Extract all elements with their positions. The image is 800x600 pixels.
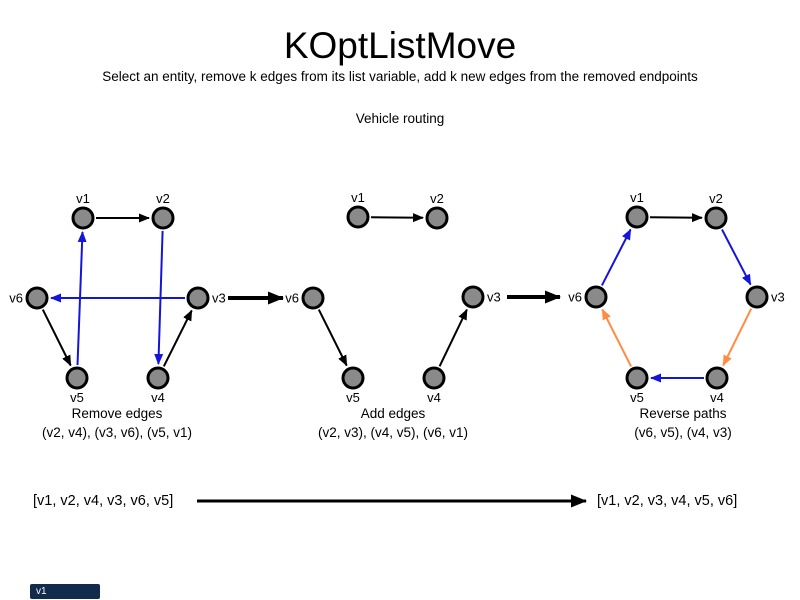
remove-edges-graph-node-v5: [65, 366, 89, 390]
reverse-paths-graph-caption: Reverse paths: [639, 406, 726, 421]
remove-edges-graph-node-v2: [151, 206, 175, 230]
page-title: KOptListMove: [283, 25, 517, 66]
section-label: Vehicle routing: [355, 111, 445, 126]
node-label-v3: v3: [212, 291, 226, 306]
add-edges-graph-node-v5: [341, 366, 365, 390]
node-label-v4: v4: [427, 390, 441, 405]
reverse-paths-graph-edge-list: (v6, v5), (v4, v3): [634, 425, 732, 440]
node-label-v6: v6: [568, 290, 582, 305]
node-label-v1: v1: [76, 191, 90, 206]
edge-v1-v2: [649, 213, 703, 223]
remove-edges-graph-node-v6: [25, 286, 49, 310]
reverse-paths-graph-node-v1: [625, 205, 649, 229]
edge-v4-v3: [438, 308, 468, 367]
status-tooltip: v1: [30, 584, 100, 599]
remove-edges-graph-node-v4: [146, 366, 170, 390]
edge-v5-v1: [76, 231, 87, 366]
reverse-paths-graph-node-v3: [745, 285, 769, 309]
edge-v3-v4: [722, 308, 753, 367]
node-label-v6: v6: [285, 291, 299, 306]
node-label-v3: v3: [487, 290, 501, 305]
node-label-v4: v4: [710, 390, 724, 405]
add-edges-graph-node-v6: [301, 286, 325, 310]
reverse-paths-graph-node-v2: [704, 206, 728, 230]
remove-edges-graph-caption: Remove edges: [72, 406, 163, 421]
reverse-paths-graph-node-v4: [705, 366, 729, 390]
remove-edges-graph-node-v3: [186, 286, 210, 310]
node-label-v2: v2: [430, 191, 444, 206]
edge-v6-v1: [601, 228, 632, 286]
reverse-paths-graph-node-v5: [625, 366, 649, 390]
node-label-v1: v1: [351, 190, 365, 205]
node-label-v2: v2: [156, 191, 170, 206]
node-label-v1: v1: [630, 190, 644, 205]
add-edges-graph-caption: Add edges: [361, 406, 426, 421]
list-after: [v1, v2, v3, v4, v5, v6]: [597, 493, 738, 509]
node-label-v4: v4: [151, 390, 165, 405]
edge-v2-v3: [721, 229, 752, 286]
node-label-v6: v6: [9, 291, 23, 306]
add-edges-graph-node-v2: [425, 206, 449, 230]
add-edges-graph-node-v1: [346, 205, 370, 229]
edge-v6-v5: [317, 309, 348, 367]
remove-edges-graph-node-v1: [71, 206, 95, 230]
add-edges-graph-node-v4: [422, 366, 446, 390]
edge-v1-v2: [370, 213, 424, 223]
node-label-v5: v5: [346, 390, 360, 405]
edge-v5-v6: [601, 308, 632, 367]
page-subtitle: Select an entity, remove k edges from it…: [102, 69, 698, 84]
edge-v4-v3: [162, 309, 193, 367]
node-label-v2: v2: [709, 191, 723, 206]
remove-edges-graph-edge-list: (v2, v4), (v3, v6), (v5, v1): [42, 425, 192, 440]
node-label-v3: v3: [771, 290, 785, 305]
add-edges-graph-edge-list: (v2, v3), (v4, v5), (v6, v1): [318, 425, 468, 440]
node-label-v5: v5: [70, 390, 84, 405]
add-edges-graph-node-v3: [461, 285, 485, 309]
reverse-paths-graph-node-v6: [584, 285, 608, 309]
edge-v6-v5: [41, 309, 72, 367]
list-before: [v1, v2, v4, v3, v6, v5]: [33, 493, 174, 509]
node-label-v5: v5: [630, 390, 644, 405]
